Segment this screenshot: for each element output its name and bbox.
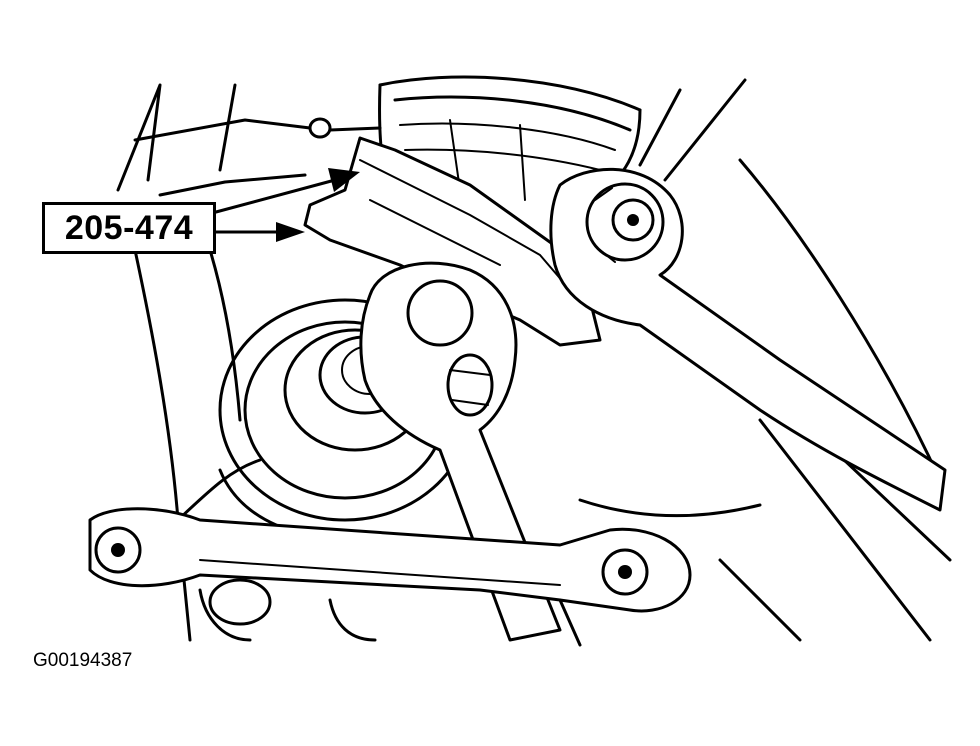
ratchet-wrench-upper (549, 167, 947, 512)
tool-number-label: 205-474 (64, 208, 194, 247)
callout-leaders (214, 117, 382, 242)
tool-number-callout: 205-474 (42, 202, 216, 254)
lower-housing (198, 578, 582, 647)
housing-outline (116, 78, 952, 642)
tool-205-474 (303, 136, 602, 347)
figure-id-label: G00194387 (33, 650, 133, 671)
crossmember-bracket (88, 507, 692, 613)
